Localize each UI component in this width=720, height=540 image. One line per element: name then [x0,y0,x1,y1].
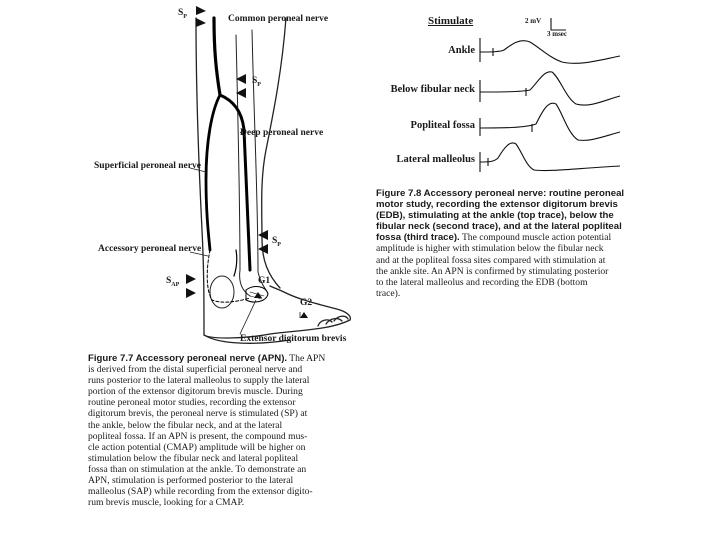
sp-low-arrow-1 [258,230,268,240]
trace-popliteal-fossa [479,102,621,141]
sp-low-label: SP [272,236,281,248]
accessory-peroneal-nerve-line [206,249,251,303]
scale-voltage: 2 mV [525,17,542,25]
accessory-peroneal-label: Accessory peroneal nerve [98,244,202,254]
caption-line: APN, stimulation is performed posterior … [88,475,294,487]
sp-mid-label: SP [252,76,261,88]
superficial-leader [189,167,207,173]
sp-low-arrow-2 [258,244,268,254]
deep-peroneal-nerve-line [218,93,252,272]
leg-outline-posterior [195,17,205,336]
stimulator-arrows [186,6,308,318]
trace-below-fibular-neck [479,71,621,106]
trace-label-lateral-malleolus: Lateral malleolus [396,154,475,165]
caption-line: to the lateral malleolus and recording t… [376,276,588,288]
stimulate-header: Stimulate [428,15,474,27]
common-peroneal-nerve-line [212,16,222,97]
lateral-malleolus [209,275,235,309]
caption-line: runs posterior to the lateral malleolus … [88,375,310,387]
caption-line: motor study, recording the extensor digi… [376,199,618,211]
scale-bar [550,18,566,31]
sap-label: SAP [166,276,180,288]
caption-line: portion of the extensor digitorum brevis… [88,386,303,398]
leg-outline-anterior [261,17,287,289]
trace-ankle [479,38,621,64]
caption-line: trace). [376,287,401,299]
g2-marker [300,312,308,318]
sp-top-arrow-2 [196,18,206,27]
g1-marker [254,292,262,298]
foot-outline [203,285,352,339]
caption-7-8-title: Figure 7.8 Accessory peroneal nerve: rou… [376,188,625,199]
caption-line: rum brevis muscle, looking for a CMAP. [88,497,245,509]
edb-label: Extensor digitorum brevis [240,334,347,344]
caption-line: cle action potential (CMAP) amplitude wi… [88,441,306,453]
caption-line: fibular neck (second trace), and at the … [376,221,622,233]
trace-label-popliteal-fossa: Popliteal fossa [410,120,475,131]
caption-line: popliteal fossa. If an APN is present, t… [88,430,308,442]
figure-7-8-caption: Figure 7.8 Accessory peroneal nerve: rou… [376,188,666,299]
sap-arrow-2 [186,288,196,298]
g1-label: G1 [258,276,271,286]
scale-time: 3 msec [547,30,568,38]
deep-leader [239,131,247,139]
sp-top-label: SP [178,8,187,20]
g2-label: G2 [300,298,313,308]
caption-line: digitorum brevis, the peroneal nerve is … [88,408,308,420]
sp-mid-arrow-1 [236,74,246,84]
caption-7-8-bold-body: motor study, recording the extensor digi… [376,199,666,232]
sp-top-arrow-1 [196,6,206,15]
sap-arrow-1 [186,274,196,284]
trace-label-ankle: Ankle [448,45,475,56]
sp-mid-arrow-2 [236,88,246,98]
caption-line: is derived from the distal superficial p… [88,364,303,376]
superficial-peroneal-nerve-line [204,93,222,252]
deep-peroneal-label: Deep peroneal nerve [240,128,324,138]
caption-line: amplitude is higher with stimulation bel… [376,243,604,255]
caption-line: and at the popliteal fossa sites compare… [376,254,606,266]
edb-muscle [245,286,269,303]
caption-line: malleolus (SAP) while recording from the… [88,486,313,498]
caption-line: the ankle site. An APN is confirmed by s… [376,265,609,277]
caption-line: fossa than on stimulation at the ankle. … [88,463,307,475]
caption-line: routine peroneal motor studies, recordin… [88,397,296,409]
caption-line: the ankle, below the fibular neck, and a… [88,419,283,431]
figure-7-7-caption: Figure 7.7 Accessory peroneal nerve (APN… [88,353,368,508]
caption-7-7-body: is derived from the distal superficial p… [88,364,368,508]
superficial-peroneal-label: Superficial peroneal nerve [94,161,201,171]
trace-label-below-fibular-neck: Below fibular neck [390,84,475,95]
caption-7-8-mixed-line: fossa (third trace). The compound muscle… [376,232,612,244]
common-peroneal-label: Common peroneal nerve [228,14,329,24]
edb-leader [239,299,257,335]
caption-line: stimulation below the fibular neck and l… [88,452,299,464]
caption-7-7-first-line: Figure 7.7 Accessory peroneal nerve (APN… [88,353,326,364]
accessory-leader [189,251,209,257]
trace-lateral-malleolus [479,142,621,172]
caption-7-8-body: amplitude is higher with stimulation bel… [376,243,666,298]
caption-line: (EDB), stimulating at the ankle (top tra… [376,210,614,222]
